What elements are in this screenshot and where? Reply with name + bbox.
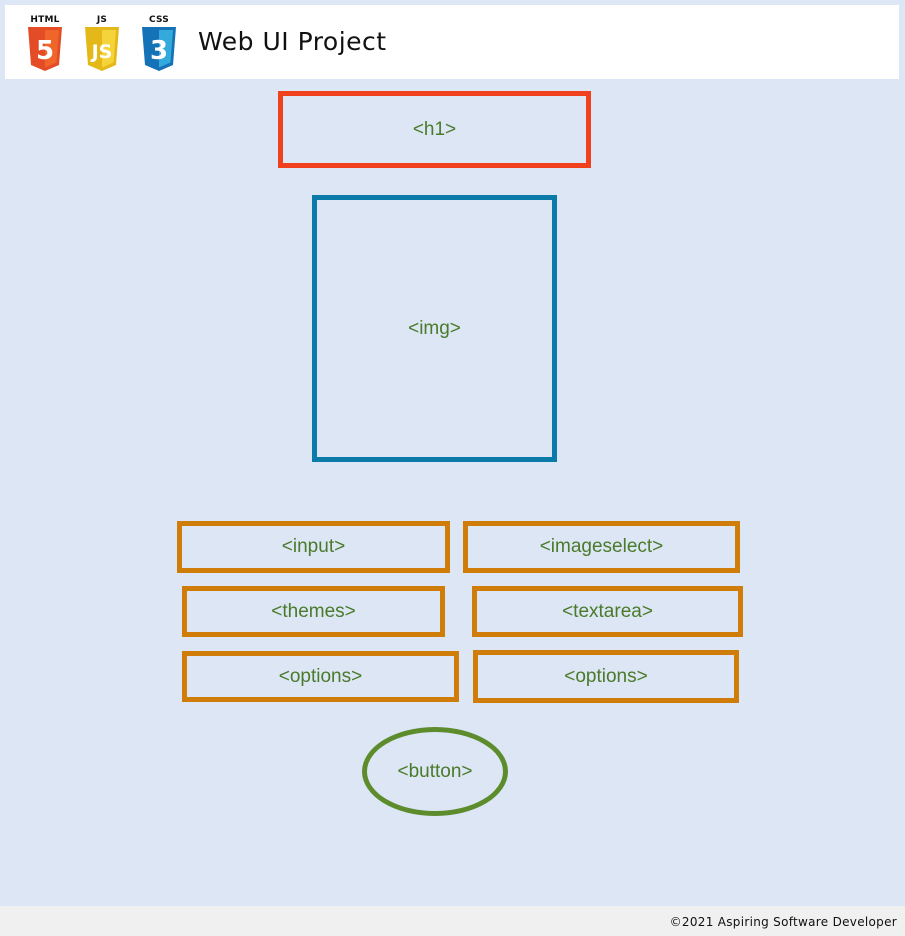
imageselect-label: <imageselect> [539, 536, 664, 557]
copyright-text: ©2021 Aspiring Software Developer [669, 915, 897, 929]
html5-glyph: 5 [36, 36, 54, 66]
button-label: <button> [397, 760, 473, 782]
options-label-right: <options> [564, 665, 648, 687]
img-placeholder: <img> [312, 195, 557, 462]
site-title: Web UI Project [198, 27, 387, 56]
themes-label: <themes> [271, 600, 356, 622]
img-label: <img> [408, 317, 461, 339]
html5-logo-label: HTML [30, 15, 60, 25]
options-label-left: <options> [278, 665, 363, 687]
h1-placeholder: <h1> [278, 91, 591, 168]
input-placeholder[interactable]: <input> [177, 521, 450, 573]
textarea-placeholder[interactable]: <textarea> [472, 586, 743, 637]
options-placeholder-left[interactable]: <options> [182, 651, 459, 702]
textarea-label: <textarea> [562, 600, 653, 622]
input-label: <input> [281, 536, 346, 557]
css3-logo: CSS 3 [137, 15, 181, 73]
html5-icon: 5 [28, 27, 62, 71]
html5-logo: HTML 5 [23, 15, 67, 73]
site-header: HTML 5 JS JS CSS 3 Web UI Project [5, 5, 899, 79]
options-placeholder-right[interactable]: <options> [473, 650, 739, 703]
javascript-icon: JS [85, 27, 119, 71]
site-footer: ©2021 Aspiring Software Developer [0, 906, 905, 936]
themes-placeholder[interactable]: <themes> [182, 586, 445, 637]
css3-logo-label: CSS [149, 15, 169, 25]
imageselect-placeholder[interactable]: <imageselect> [463, 521, 740, 573]
js-logo: JS JS [80, 15, 124, 73]
button-placeholder[interactable]: <button> [362, 727, 508, 816]
js-logo-label: JS [96, 15, 108, 25]
css3-icon: 3 [142, 27, 176, 71]
h1-label: <h1> [412, 118, 457, 140]
js-glyph: JS [90, 41, 113, 63]
css3-glyph: 3 [150, 36, 168, 66]
